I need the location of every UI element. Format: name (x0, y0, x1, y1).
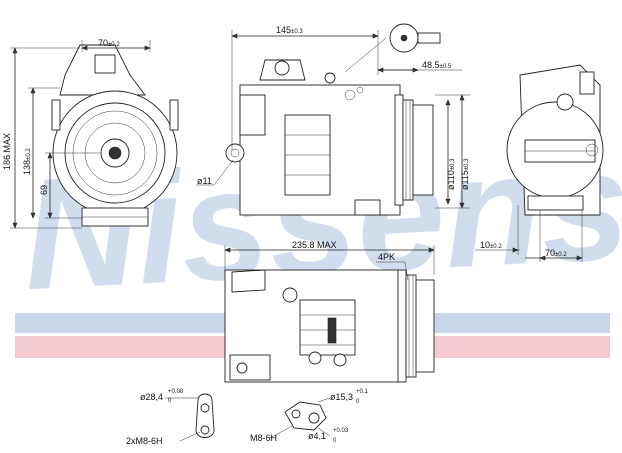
dim-width-70-right: 70±0.2 (525, 210, 583, 262)
rear-view-right (506, 64, 604, 216)
svg-text:10±0.2: 10±0.2 (480, 240, 502, 250)
svg-text:ø28,4: ø28,4 (140, 392, 163, 402)
dim-length-145: 145±0.3 (231, 25, 379, 150)
svg-text:ø11: ø11 (197, 176, 212, 186)
dim-length-235-8: 235.8 MAX (224, 240, 435, 275)
svg-text:138±0.2: 138±0.2 (22, 148, 32, 175)
svg-text:ø15,3: ø15,3 (330, 392, 353, 402)
dim-width-70-left: 70±0.2 (81, 38, 151, 52)
dim-offset-48-5: 48.5±0.5 (377, 60, 462, 73)
svg-text:0: 0 (168, 398, 172, 404)
dim-belt-4pk: 4PK (376, 252, 409, 281)
svg-text:48.5±0.5: 48.5±0.5 (422, 60, 452, 70)
svg-text:70±0.2: 70±0.2 (545, 248, 567, 258)
dim-height-69: 69 (39, 152, 100, 219)
front-view-left (51, 44, 179, 227)
port-detail (344, 23, 441, 73)
side-view-bottom (224, 269, 435, 383)
svg-text:70±0.2: 70±0.2 (98, 38, 120, 48)
dim-height-138: 138±0.2 (22, 87, 60, 219)
svg-text:2xM8-6H: 2xM8-6H (126, 436, 163, 446)
svg-text:M8-6H: M8-6H (250, 433, 277, 443)
port-detail-2: ø15,3 +0.1 0 M8-6H ø4,1 +0.03 0 (250, 389, 369, 444)
svg-text:ø115±0.3: ø115±0.3 (460, 158, 470, 190)
dim-hole-11: ø11 (196, 159, 234, 186)
svg-text:0: 0 (333, 438, 337, 444)
side-view-top (225, 59, 434, 216)
svg-text:0: 0 (356, 399, 360, 405)
svg-text:ø4,1: ø4,1 (308, 431, 326, 441)
svg-text:+0.08: +0.08 (168, 389, 184, 395)
svg-text:235.8 MAX: 235.8 MAX (292, 240, 337, 250)
svg-text:+0.1: +0.1 (356, 389, 369, 395)
svg-text:145±0.3: 145±0.3 (276, 25, 303, 35)
svg-text:ø110±0.3: ø110±0.3 (446, 158, 456, 190)
dim-offset-10: 10±0.2 (475, 205, 520, 255)
port-detail-1: ø28,4 +0.08 0 2xM8-6H (126, 389, 215, 446)
dim-diameter-110-115: ø110±0.3 ø115±0.3 (435, 94, 470, 209)
svg-text:186 MAX: 186 MAX (2, 133, 12, 170)
dim-height-186: 186 MAX (2, 47, 82, 229)
svg-text:+0.03: +0.03 (333, 428, 349, 434)
svg-text:4PK: 4PK (378, 252, 395, 262)
svg-text:69: 69 (39, 185, 49, 195)
